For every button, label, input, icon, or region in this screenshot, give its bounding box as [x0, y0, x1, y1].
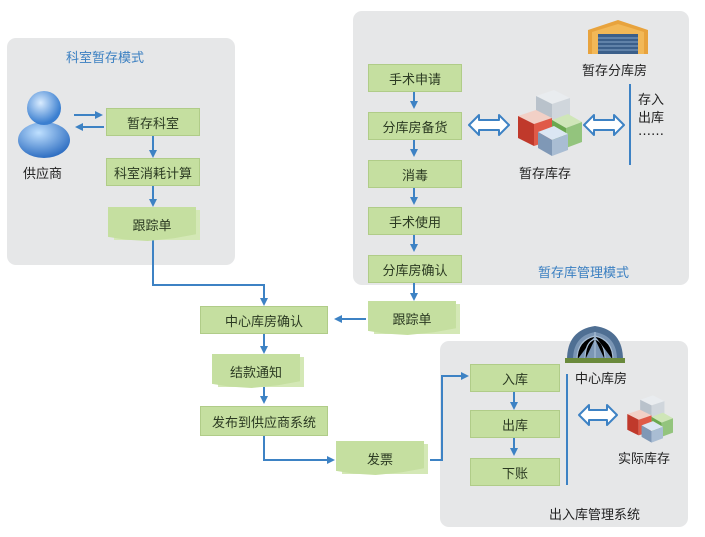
- dept-panel-title: 科室暂存模式: [66, 51, 145, 66]
- note-store: 存入: [638, 93, 665, 108]
- step-disinfection: 消毒: [368, 160, 462, 188]
- step-publish-supplier: 发布到供应商系统: [200, 406, 328, 436]
- doc-tracking-dept: 跟踪单: [108, 207, 204, 245]
- temp-warehouse-panel: [353, 11, 689, 285]
- doc-tracking-temp: 跟踪单: [368, 301, 464, 339]
- central-warehouse-label: 中心库房: [575, 372, 628, 387]
- supplier-label: 供应商: [23, 167, 63, 182]
- step-surgery-use: 手术使用: [368, 207, 462, 235]
- temp-warehouse-label: 暂存分库房: [582, 64, 648, 79]
- step-in-storage: 入库: [470, 364, 560, 392]
- note-more: ……: [638, 124, 664, 139]
- step-write-off: 下账: [470, 458, 560, 486]
- actual-stock-label: 实际库存: [618, 452, 671, 467]
- io-panel-title: 出入库管理系统: [549, 508, 641, 523]
- step-surgery-request: 手术申请: [368, 64, 462, 92]
- user-icon: [16, 86, 72, 158]
- step-temp-dept: 暂存科室: [106, 108, 200, 136]
- temp-stock-label: 暂存库存: [519, 167, 572, 182]
- step-dept-consumption: 科室消耗计算: [106, 158, 200, 186]
- step-center-confirm: 中心库房确认: [200, 306, 328, 334]
- central-warehouse-icon: [563, 320, 627, 364]
- step-out-storage: 出库: [470, 410, 560, 438]
- doc-settlement: 结款通知: [212, 354, 308, 392]
- temp-panel-title: 暂存库管理模式: [538, 266, 630, 281]
- doc-invoice: 发票: [336, 441, 432, 479]
- step-sub-warehouse-confirm: 分库房确认: [368, 255, 462, 283]
- stock-cubes-icon: [510, 88, 584, 158]
- note-out: 出库: [638, 111, 665, 126]
- warehouse-icon: [586, 18, 650, 56]
- actual-stock-cubes-icon: [620, 394, 676, 444]
- step-sub-warehouse-prep: 分库房备货: [368, 112, 462, 140]
